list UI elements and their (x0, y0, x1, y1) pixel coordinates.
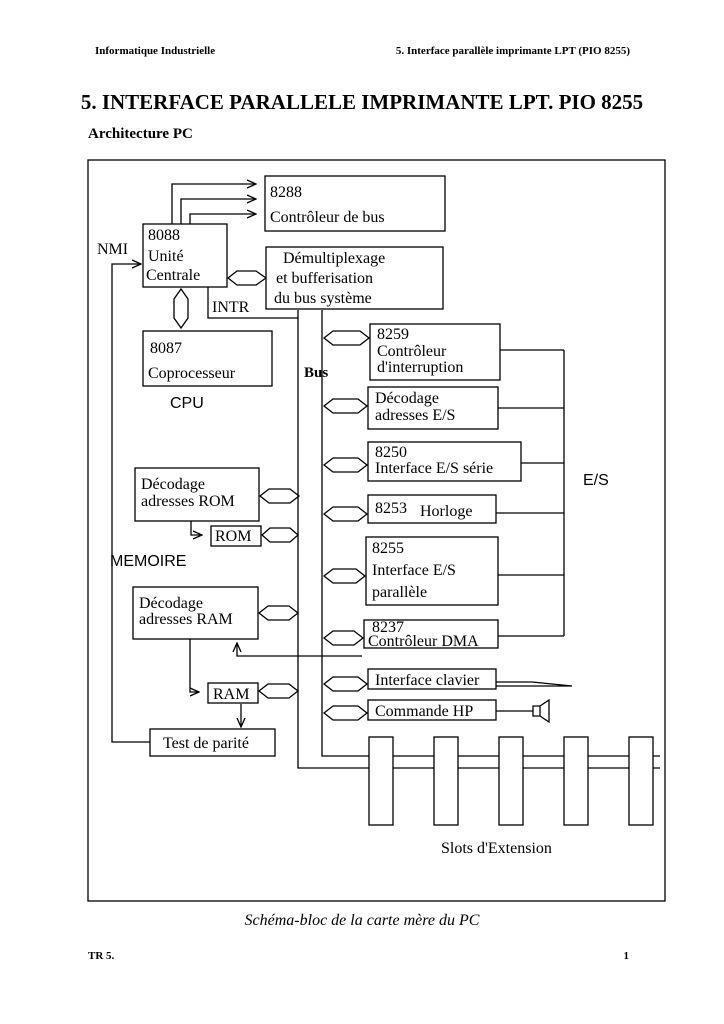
rom-decode-connector (258, 488, 301, 504)
ram-decode-label-2: adresses RAM (139, 611, 233, 628)
memory-group-label: MEMOIRE (110, 553, 186, 570)
parity-label: Test de parité (163, 735, 249, 752)
intr-line (207, 287, 298, 319)
ram-label: RAM (213, 686, 249, 703)
system-bus (297, 310, 660, 769)
expansion-slot (433, 736, 459, 826)
keyboard-label: Interface clavier (375, 672, 480, 689)
cpu-label-2: Centrale (146, 267, 200, 284)
coprocessor-box (142, 330, 273, 387)
rom-label: ROM (215, 528, 251, 545)
uart-box (367, 441, 522, 482)
demux-label-1: Démultiplexage (283, 250, 385, 267)
bus-controller-label: Contrôleur de bus (270, 209, 385, 226)
ram-box (207, 682, 259, 704)
timer-connector (322, 506, 369, 522)
pic-label-2: d'interruption (377, 359, 463, 376)
bus-label: Bus (304, 365, 328, 381)
pic-label-1: Contrôleur (377, 343, 447, 360)
timer-label: Horloge (420, 503, 472, 520)
keyboard-box (367, 668, 497, 690)
expansion-slot (563, 736, 589, 826)
bus-controller-number: 8288 (270, 184, 302, 201)
io-decode-label-2: adresses E/S (375, 407, 455, 424)
ppi-box (365, 536, 499, 606)
cpu-to-ctrl-arrow-2 (180, 199, 256, 224)
demux-box (265, 246, 444, 310)
pic-connector (322, 330, 371, 346)
coprocessor-number: 8087 (150, 340, 182, 357)
ram-decode-connector (257, 605, 300, 621)
ram-connector (257, 683, 300, 699)
cpu-number: 8088 (148, 227, 180, 244)
ppi-connector (322, 568, 367, 584)
rom-decode-box (134, 467, 260, 522)
cpu-coproc-connector (173, 287, 189, 330)
demux-label-2: et bufferisation (276, 270, 373, 287)
demux-label-3: du bus système (274, 290, 372, 307)
rom-decode-label-1: Décodage (141, 476, 205, 493)
speaker-icon (496, 698, 550, 724)
es-connections (496, 349, 564, 637)
page-number: 1 (623, 950, 630, 962)
timer-number: 8253 (375, 500, 407, 517)
pic-number: 8259 (377, 326, 409, 343)
dma-box (363, 619, 499, 649)
ram-decode-to-ram (189, 639, 199, 692)
io-decode-connector (322, 398, 369, 414)
coprocessor-label: Coprocesseur (148, 365, 236, 382)
speaker-connector (322, 705, 369, 721)
rom-decode-label-2: adresses ROM (141, 493, 235, 510)
intr-label: INTR (212, 299, 250, 316)
timer-box (367, 494, 497, 524)
footer-left: TR 5. (88, 950, 115, 962)
expansion-slot (628, 736, 654, 826)
dma-number: 8237 (372, 619, 404, 636)
ram-decode-box (132, 586, 259, 640)
ppi-label-2: parallèle (372, 584, 427, 601)
dma-to-memory-line (237, 643, 362, 657)
speaker-label: Commande HP (375, 703, 473, 720)
parity-box (149, 728, 276, 757)
section-subtitle: Architecture PC (88, 126, 193, 142)
header-left: Informatique Industrielle (95, 45, 216, 57)
expansion-slot (498, 736, 524, 826)
ppi-label-1: Interface E/S (372, 562, 456, 579)
speaker-box (367, 699, 497, 721)
ram-decode-label-1: Décodage (139, 595, 203, 612)
figure-caption: Schéma-bloc de la carte mère du PC (244, 912, 480, 929)
keyboard-connector (322, 676, 369, 692)
pic-box (369, 323, 501, 381)
expansion-slot (368, 736, 394, 826)
keyboard-cable (496, 681, 573, 687)
uart-number: 8250 (375, 444, 407, 461)
page-title: 5. INTERFACE PARALLELE IMPRIMANTE LPT. P… (80, 90, 644, 114)
slots-label: Slots d'Extension (441, 840, 552, 857)
expansion-slots (368, 736, 654, 826)
rom-decode-to-rom (190, 521, 202, 535)
cpu-box (142, 223, 228, 288)
es-label: E/S (583, 472, 609, 489)
ppi-number: 8255 (372, 540, 404, 557)
rom-connector (261, 527, 299, 543)
cpu-to-ctrl-arrow-3 (189, 214, 256, 224)
header-right: 5. Interface parallèle imprimante LPT (P… (395, 45, 630, 57)
cpu-to-ctrl-arrow-1 (171, 184, 256, 224)
dma-label: Contrôleur DMA (368, 633, 479, 650)
rom-box (210, 525, 262, 547)
nmi-label: NMI (97, 241, 128, 258)
nmi-line (111, 264, 150, 743)
uart-connector (322, 457, 369, 473)
cpu-group-label: CPU (170, 395, 204, 412)
dma-connector (322, 630, 365, 646)
io-decode-label-1: Décodage (375, 390, 439, 407)
cpu-label-1: Unité (148, 248, 184, 265)
uart-label: Interface E/S série (375, 460, 493, 477)
bus-controller-box (264, 175, 446, 232)
